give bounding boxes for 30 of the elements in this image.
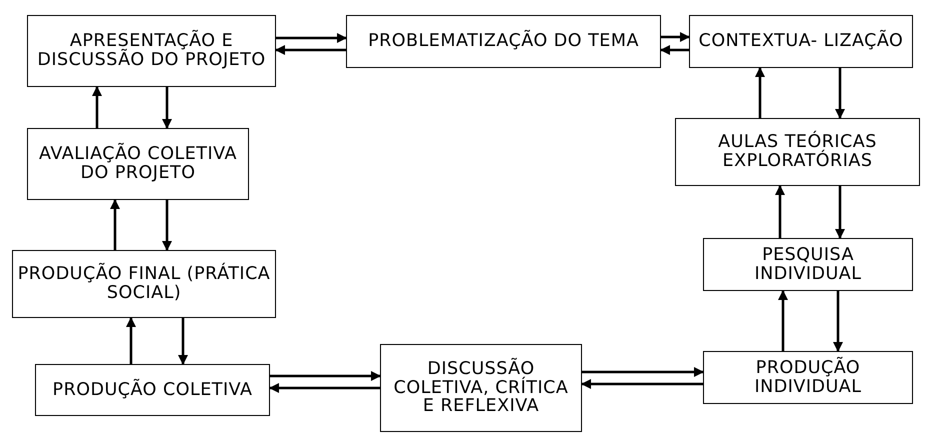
arrow <box>126 317 136 364</box>
process-box: CONTEXTUA- LIZAÇÃO <box>689 15 913 68</box>
arrow <box>92 86 102 128</box>
arrow <box>110 199 120 250</box>
arrow <box>178 318 188 365</box>
process-box: PRODUÇÃO INDIVIDUAL <box>703 351 913 404</box>
arrow <box>275 45 346 55</box>
arrow <box>582 367 704 377</box>
process-box: APRESENTAÇÃO E DISCUSSÃO DO PROJETO <box>27 15 276 87</box>
process-box: DISCUSSÃO COLETIVA, CRÍTICA E REFLEXIVA <box>380 344 582 432</box>
arrow <box>778 290 788 351</box>
arrow <box>755 67 765 118</box>
arrow <box>661 32 690 42</box>
arrow <box>162 87 172 129</box>
arrow <box>833 291 843 352</box>
process-box: PESQUISA INDIVIDUAL <box>703 238 913 291</box>
arrow <box>581 379 703 389</box>
process-box: AVALIAÇÃO COLETIVA DO PROJETO <box>27 128 249 200</box>
arrow <box>835 186 845 239</box>
arrow <box>269 383 380 393</box>
process-box: PRODUÇÃO COLETIVA <box>35 364 270 416</box>
process-box: AULAS TEÓRICAS EXPLORATÓRIAS <box>675 118 920 186</box>
process-box: PROBLEMATIZAÇÃO DO TEMA <box>346 15 661 68</box>
arrow <box>270 371 381 381</box>
arrow <box>276 33 347 43</box>
arrow <box>775 185 785 238</box>
arrow <box>660 45 689 55</box>
arrow <box>835 68 845 119</box>
arrow <box>162 200 172 251</box>
process-box: PRODUÇÃO FINAL (PRÁTICA SOCIAL) <box>12 250 276 318</box>
